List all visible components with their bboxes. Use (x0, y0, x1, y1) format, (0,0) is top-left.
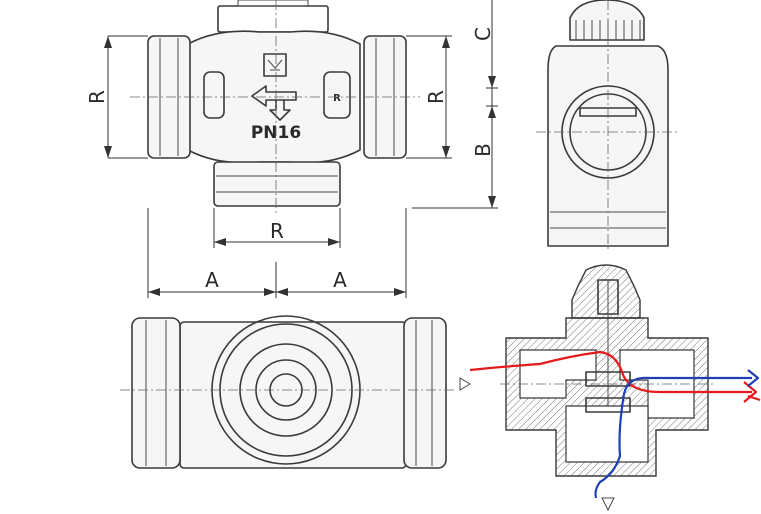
section-plug-upper (585, 371, 631, 387)
bottom-flow-arrow-icon (601, 497, 615, 512)
section-view (459, 264, 716, 512)
blue-arrowhead (747, 369, 760, 387)
side-view (536, 0, 680, 252)
actuator-knob (569, 0, 645, 41)
dim-r-bottom: R (270, 219, 284, 243)
top-view-left-port (131, 317, 181, 469)
bottom-port (213, 161, 341, 207)
dim-r-right: R (424, 90, 448, 104)
dim-b: B (471, 143, 495, 157)
top-view-right-port (403, 317, 447, 469)
dim-c: C (471, 27, 495, 41)
blue-flow-path (594, 376, 752, 499)
right-window (323, 71, 351, 119)
left-window (203, 71, 225, 119)
top-neck (217, 5, 329, 33)
logo-mark (263, 53, 287, 77)
dimension-lines: R R C B R A A (85, 0, 498, 298)
top-stem-stub (237, 0, 309, 7)
left-flow-arrow-icon (459, 377, 471, 391)
side-inner-plug (579, 107, 637, 117)
top-view (120, 315, 456, 469)
dim-r-left: R (85, 90, 109, 104)
section-bonnet (571, 264, 641, 319)
dim-a-right: A (333, 268, 347, 292)
flow-arrow-icon (251, 85, 297, 107)
section-plug-lower (585, 397, 631, 413)
port-letter-mark: R (333, 93, 341, 104)
dim-a-left: A (205, 268, 219, 292)
front-view: R PN16 (130, 0, 420, 215)
